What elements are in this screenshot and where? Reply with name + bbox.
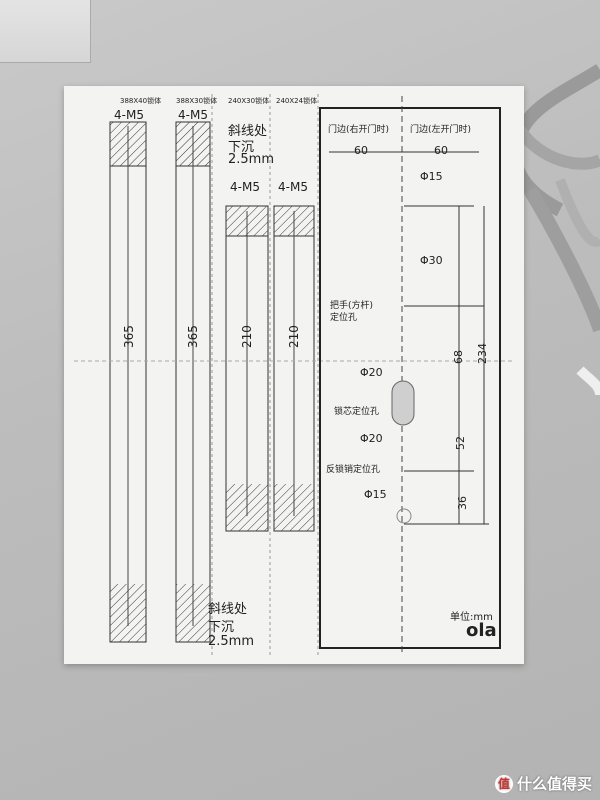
bevel-note-top: 斜线处 [228, 124, 268, 139]
dim-36: 36 [456, 496, 469, 510]
slot-length: 210 [287, 325, 301, 348]
phi20-lower: Φ20 [360, 432, 383, 445]
slot-length: 365 [122, 325, 136, 348]
slot-holes: 4-M5 [278, 180, 308, 194]
phi15-bottom: Φ15 [364, 488, 387, 501]
dim-68: 68 [452, 350, 465, 364]
slot-header: 240X24锁体 [276, 97, 318, 105]
watermark-text: 什么值得买 [516, 775, 592, 793]
unit-label: 单位:mm [450, 612, 493, 623]
bevel-note-bottom: 下沉 [208, 620, 235, 635]
dim-234: 234 [476, 343, 489, 364]
watermark: 值 什么值得买 [494, 773, 592, 794]
bevel-note-bottom: 2.5mm [208, 634, 255, 649]
slot-holes: 4-M5 [230, 180, 260, 194]
bevel-note-top: 2.5mm [228, 152, 275, 167]
lock-installation-template: 388X40锁体 388X30锁体 240X30锁体 240X24锁体 4-M5… [64, 86, 524, 664]
slot-holes: 4-M5 [114, 108, 144, 122]
phi20-lock: Φ20 [360, 366, 383, 379]
slot-length: 365 [186, 325, 200, 348]
bevel-note-top: 下沉 [228, 140, 255, 155]
slot-header: 388X40锁体 [120, 97, 162, 105]
handle-label: 把手(方杆) [330, 301, 374, 311]
slot-header: 240X30锁体 [228, 97, 270, 105]
watermark-badge: 值 [494, 774, 513, 793]
handle-label: 定位孔 [330, 313, 358, 323]
lock-label: 锁芯定位孔 [334, 407, 380, 417]
bevel-note-bottom: 斜线处 [208, 602, 248, 617]
left-open-label: 门边(左开门时) [410, 125, 472, 135]
phi30: Φ30 [420, 254, 443, 267]
slot-length: 210 [240, 325, 254, 348]
right-open-label: 门边(右开门时) [328, 125, 390, 135]
cardboard-box [0, 0, 91, 63]
dim-right: 60 [434, 144, 448, 157]
phi15-top: Φ15 [420, 170, 443, 183]
slot-header: 388X30锁体 [176, 97, 218, 105]
anti-lock-label: 反锁销定位孔 [326, 465, 381, 475]
dim-52: 52 [454, 436, 467, 450]
dim-left: 60 [354, 144, 368, 157]
brand-logo: ola [466, 620, 497, 641]
slot-holes: 4-M5 [178, 108, 208, 122]
template-drawing [74, 94, 514, 656]
